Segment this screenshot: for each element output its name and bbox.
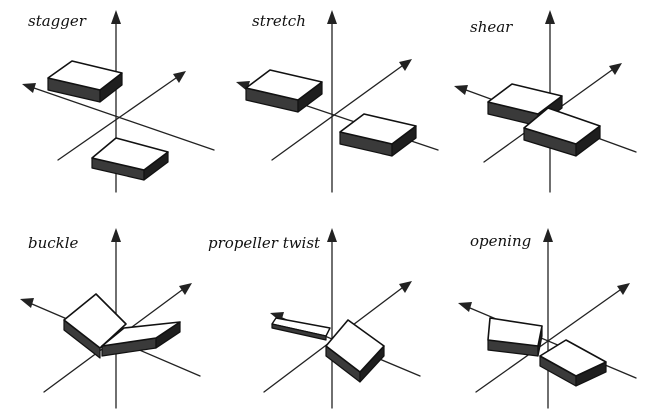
panel-buckle: buckle	[20, 228, 201, 409]
panel-stagger: stagger	[22, 10, 215, 193]
axes-propeller-twist	[263, 228, 421, 409]
plate-buckle-right	[101, 321, 181, 357]
plate-buckle-left	[63, 293, 127, 359]
panel-opening: opening	[458, 228, 637, 409]
panel-propeller-twist: propeller twist	[208, 228, 421, 409]
axes-opening	[458, 228, 637, 409]
plate-stretch-left	[245, 69, 323, 113]
axes-stagger	[22, 10, 215, 193]
plate-stagger-lower	[91, 137, 169, 181]
plate-shear-front	[523, 107, 601, 157]
panel-label-stretch: stretch	[252, 12, 306, 30]
panel-label-propeller-twist: propeller twist	[208, 234, 321, 252]
panel-shear: shear	[454, 10, 637, 193]
panel-stretch: stretch	[236, 10, 439, 193]
panel-label-stagger: stagger	[28, 12, 87, 30]
plate-opening-right	[539, 339, 607, 387]
plate-stretch-right	[339, 113, 417, 157]
plate-propeller-left-edge-on	[271, 317, 331, 341]
plate-opening-left	[487, 317, 543, 357]
plate-propeller-right	[325, 319, 385, 383]
panel-label-shear: shear	[470, 18, 513, 36]
panel-label-buckle: buckle	[28, 234, 79, 252]
plate-stagger-upper	[47, 60, 123, 103]
panel-label-opening: opening	[470, 232, 531, 250]
